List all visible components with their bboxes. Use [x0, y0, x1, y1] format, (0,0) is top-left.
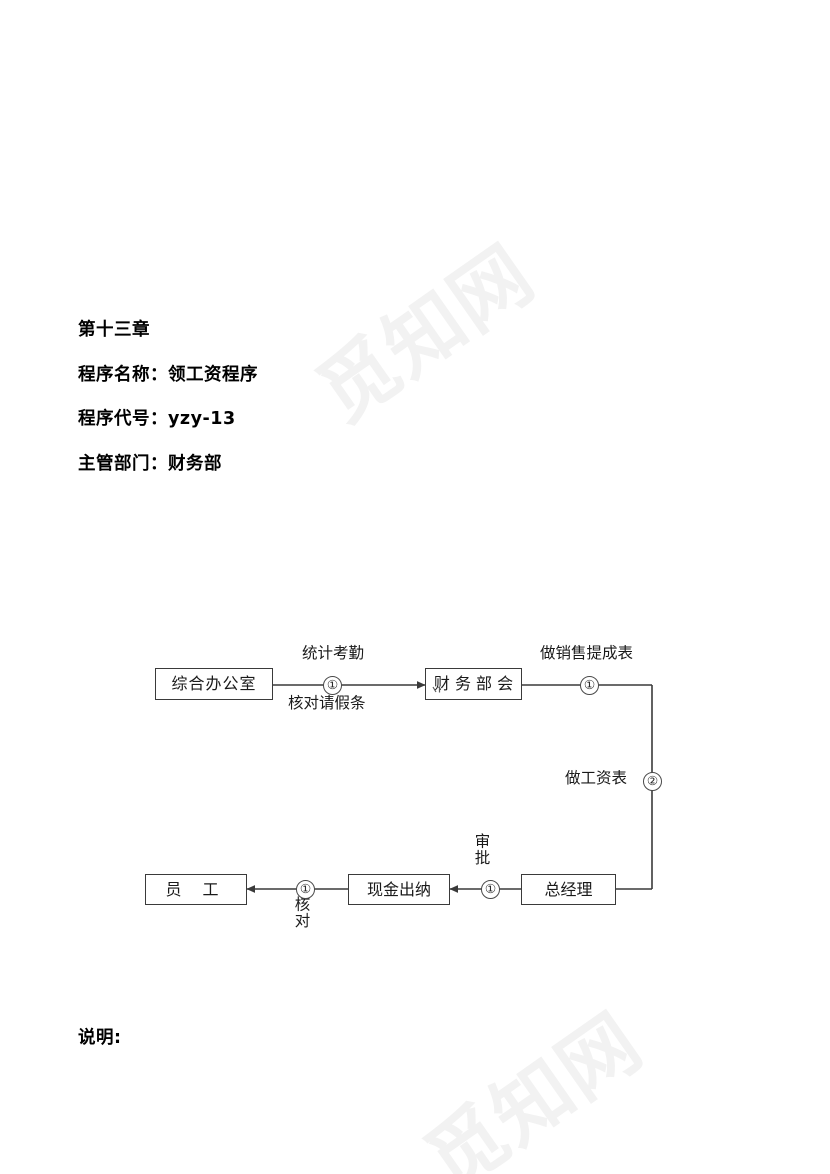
- flow-node-general-office[interactable]: 综合办公室: [155, 668, 273, 700]
- field-owner-department-label: 主管部门：: [78, 453, 168, 474]
- step-marker-1: ①: [323, 676, 342, 695]
- edge-label-leave-check: 核对请假条: [288, 694, 366, 712]
- field-program-code-value: yzy-13: [168, 409, 236, 429]
- flow-node-employee-label: 员 工: [165, 879, 227, 899]
- document-heading: 第十三章 程序名称：领工资程序 程序代号：yzy-13 主管部门：财务部: [78, 320, 678, 474]
- flow-node-cashier[interactable]: 现金出纳: [348, 874, 450, 905]
- flow-node-finance-dept[interactable]: 财 务 部 会: [425, 668, 522, 700]
- note-section-label: 说明:: [78, 1028, 122, 1048]
- field-program-code: 程序代号：yzy-13: [78, 409, 678, 429]
- edge-label-payroll-sheet: 做工资表: [565, 769, 628, 787]
- edge-label-attendance: 统计考勤: [302, 644, 365, 662]
- flow-node-cashier-label: 现金出纳: [366, 879, 431, 899]
- field-program-code-label: 程序代号：: [78, 409, 168, 429]
- field-owner-department-value: 财务部: [168, 453, 222, 474]
- flow-node-general-manager-label: 总经理: [544, 879, 593, 899]
- step-marker-3: ②: [643, 772, 662, 791]
- field-program-name-value: 领工资程序: [168, 364, 258, 385]
- step-marker-5: ①: [296, 880, 315, 899]
- edge-label-approval: 审批: [472, 833, 491, 866]
- edge-label-verification: 核对: [292, 896, 311, 929]
- flow-node-general-office-label: 综合办公室: [171, 674, 257, 693]
- field-program-name: 程序名称：领工资程序: [78, 364, 678, 385]
- flow-node-finance-dept-label: 财 务 部 会: [433, 674, 514, 693]
- chapter-title: 第十三章: [78, 320, 150, 340]
- step-marker-4: ①: [481, 880, 500, 899]
- step-marker-2: ①: [580, 676, 599, 695]
- field-program-name-label: 程序名称：: [78, 364, 168, 385]
- edge-label-commission-sheet: 做销售提成表: [540, 644, 634, 662]
- field-owner-department: 主管部门：财务部: [78, 453, 678, 474]
- flow-node-employee[interactable]: 员 工: [145, 874, 247, 905]
- flow-node-general-manager[interactable]: 总经理: [521, 874, 616, 905]
